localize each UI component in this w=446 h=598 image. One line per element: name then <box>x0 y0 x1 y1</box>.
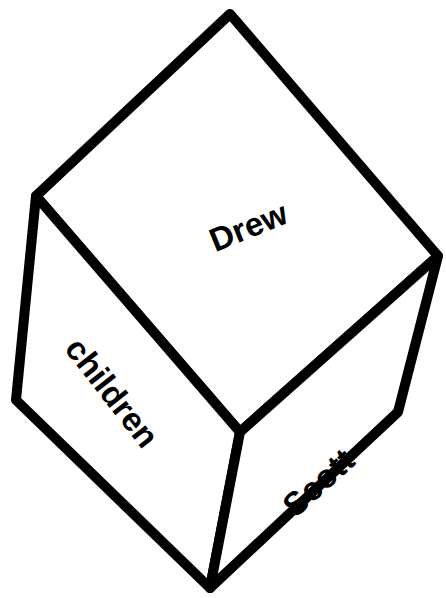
face-outline <box>210 256 438 588</box>
left-face: children <box>16 196 240 588</box>
right-face: Scott <box>210 256 438 588</box>
